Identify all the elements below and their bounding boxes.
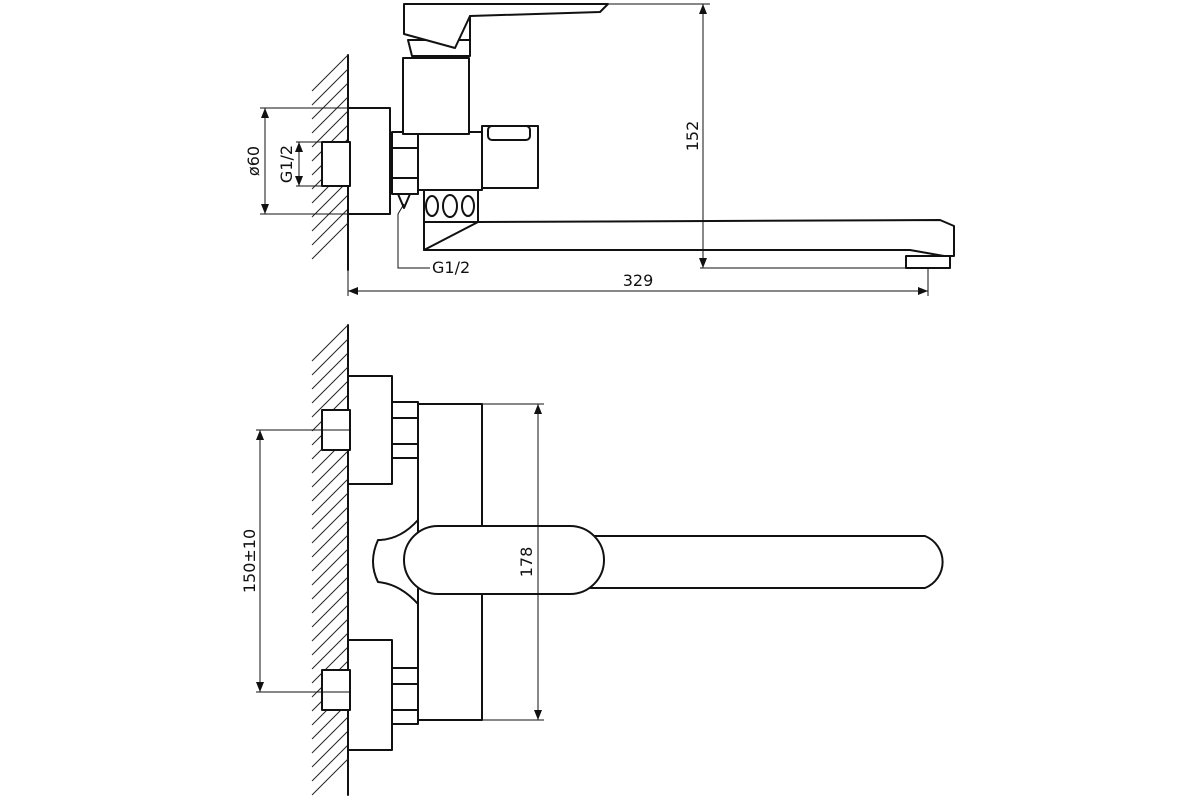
side-view: ø60 G1/2 G1/2 152 bbox=[244, 3, 955, 296]
hatch-line bbox=[311, 380, 349, 418]
hatch-line bbox=[311, 548, 349, 586]
hatch-line bbox=[311, 590, 349, 628]
dim-centers: 150±10 bbox=[240, 429, 350, 693]
cartridge-column bbox=[402, 57, 470, 135]
wall-hatch-bottom bbox=[311, 324, 349, 796]
hatch-line bbox=[311, 464, 349, 502]
hatch-line bbox=[311, 562, 349, 600]
hatch-line bbox=[311, 576, 349, 614]
dim-diameter: ø60 bbox=[244, 107, 348, 215]
dim-thread-lower-label: G1/2 bbox=[432, 258, 470, 277]
wall-flange-top bbox=[347, 107, 391, 215]
hatch-line bbox=[311, 54, 349, 92]
hatch-line bbox=[311, 110, 349, 148]
hatch-line bbox=[311, 82, 349, 120]
hatch-line bbox=[311, 352, 349, 390]
hatch-line bbox=[311, 646, 349, 684]
hex-nut-lower bbox=[391, 667, 419, 725]
hatch-line bbox=[311, 744, 349, 782]
wall-pipe-top bbox=[321, 141, 351, 187]
dim-height: 152 bbox=[608, 3, 950, 269]
dim-centers-label: 150±10 bbox=[240, 529, 259, 593]
hatch-line bbox=[311, 618, 349, 656]
dim-body-height: 178 bbox=[482, 403, 544, 721]
hatch-line bbox=[311, 338, 349, 376]
hatch-line bbox=[311, 68, 349, 106]
diverter-knob bbox=[481, 125, 539, 189]
lever-handle bbox=[403, 3, 609, 49]
lever-bracket bbox=[372, 519, 419, 605]
hatch-line bbox=[311, 194, 349, 232]
hex-nut-side bbox=[391, 131, 419, 209]
dim-length: 329 bbox=[347, 268, 929, 296]
dim-thread-upper-label: G1/2 bbox=[277, 145, 296, 183]
hatch-line bbox=[311, 96, 349, 134]
hatch-line bbox=[311, 534, 349, 572]
hatch-line bbox=[311, 632, 349, 670]
hatch-line bbox=[311, 730, 349, 768]
hatch-line bbox=[311, 520, 349, 558]
aerator bbox=[905, 255, 951, 269]
front-view: 150±10 178 bbox=[240, 324, 944, 796]
hatch-line bbox=[311, 450, 349, 488]
hatch-line bbox=[311, 478, 349, 516]
eccentric-pipe-lower bbox=[321, 669, 351, 711]
dim-height-label: 152 bbox=[683, 121, 702, 152]
hatch-line bbox=[311, 604, 349, 642]
dim-length-label: 329 bbox=[623, 271, 654, 290]
dim-diameter-label: ø60 bbox=[244, 146, 263, 176]
hatch-line bbox=[311, 222, 349, 260]
hatch-line bbox=[311, 208, 349, 246]
hatch-line bbox=[311, 324, 349, 362]
lever-oval bbox=[403, 525, 605, 595]
hatch-line bbox=[311, 492, 349, 530]
dim-body-height-label: 178 bbox=[517, 547, 536, 578]
eccentric-flange-upper bbox=[347, 375, 393, 485]
hatch-line bbox=[311, 506, 349, 544]
hatch-line bbox=[311, 716, 349, 754]
spout-front bbox=[559, 535, 944, 589]
wall-hatch-top bbox=[311, 54, 349, 271]
hatch-line bbox=[311, 758, 349, 796]
spout-collar bbox=[423, 189, 479, 223]
eccentric-flange-lower bbox=[347, 639, 393, 751]
dim-thread-lower: G1/2 bbox=[397, 203, 470, 277]
mixer-body-side bbox=[417, 131, 483, 191]
hex-nut-upper bbox=[391, 401, 419, 459]
hatch-line bbox=[311, 366, 349, 404]
spout-side bbox=[423, 219, 955, 257]
dim-thread-upper: G1/2 bbox=[277, 141, 322, 187]
